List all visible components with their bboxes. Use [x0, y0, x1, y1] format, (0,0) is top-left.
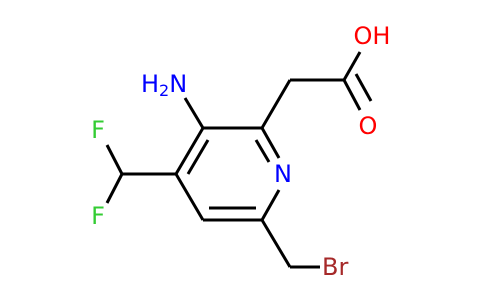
bond-chf2-f-top — [105, 144, 124, 175]
bond-c6-ch2br — [260, 219, 292, 268]
bond-chf2-f-bottom — [105, 173, 124, 204]
bromine-label: Br — [322, 253, 348, 281]
hydroxyl-label: OH — [354, 22, 391, 50]
bond-c2-n1-double — [254, 139, 271, 163]
ring-nitrogen-label: N — [274, 160, 292, 188]
bond-cooh-o-double-2 — [354, 73, 373, 102]
fluorine-top-label: F — [91, 116, 105, 144]
pyridine-ring — [174, 126, 281, 222]
bond-c2-ch2 — [260, 79, 292, 129]
bond-cooh-o-double-1 — [342, 79, 362, 111]
bond-c3-c4-double — [186, 139, 210, 175]
amino-label: H2N — [141, 70, 187, 100]
fluorine-bottom-label: F — [91, 202, 105, 230]
bond-c5-c4 — [174, 173, 205, 221]
bond-n1-c6 — [260, 189, 281, 221]
carbonyl-oxygen-label: O — [359, 112, 378, 140]
bond-c3-n-amino — [183, 97, 205, 129]
bond-c4-c3 — [174, 127, 205, 175]
bond-cooh-oh — [342, 51, 362, 81]
bond-c2-n1 — [260, 127, 281, 159]
